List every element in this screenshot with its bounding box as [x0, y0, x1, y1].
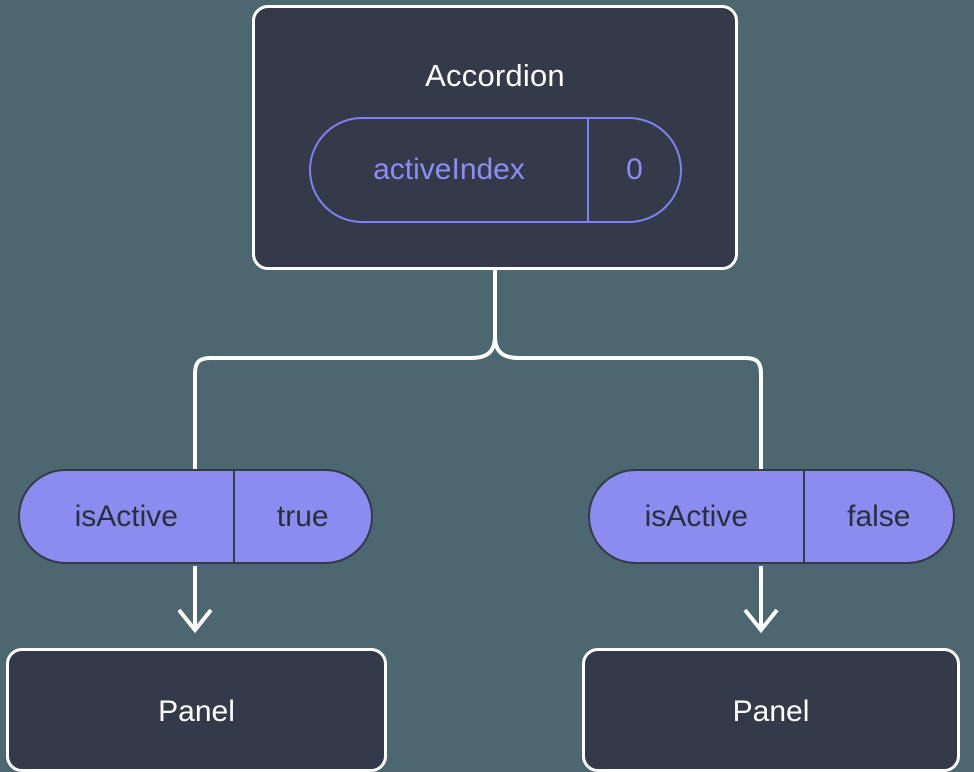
panel-left-title: Panel: [158, 695, 235, 728]
accordion-state-pill[interactable]: activeIndex 0: [309, 117, 682, 223]
prop-pill-left-key: isActive: [74, 499, 178, 533]
accordion-state-value: 0: [586, 119, 680, 221]
arrow-right-head-icon: [743, 608, 779, 634]
accordion-state-key: activeIndex: [373, 153, 525, 186]
prop-pill-right-value: false: [802, 471, 953, 562]
branch-left-connector: [193, 335, 497, 470]
accordion-title: Accordion: [425, 58, 565, 93]
arrow-left-head-icon: [177, 608, 213, 634]
panel-right-title: Panel: [732, 695, 810, 728]
prop-pill-right[interactable]: isActive false: [588, 469, 955, 564]
branch-right-connector: [493, 335, 763, 470]
prop-pill-right-key: isActive: [644, 499, 748, 533]
panel-component-box-right[interactable]: Panel: [582, 648, 960, 772]
panel-component-box-left[interactable]: Panel: [6, 648, 387, 772]
prop-pill-left-value: true: [232, 471, 371, 562]
prop-pill-left[interactable]: isActive true: [18, 469, 373, 564]
